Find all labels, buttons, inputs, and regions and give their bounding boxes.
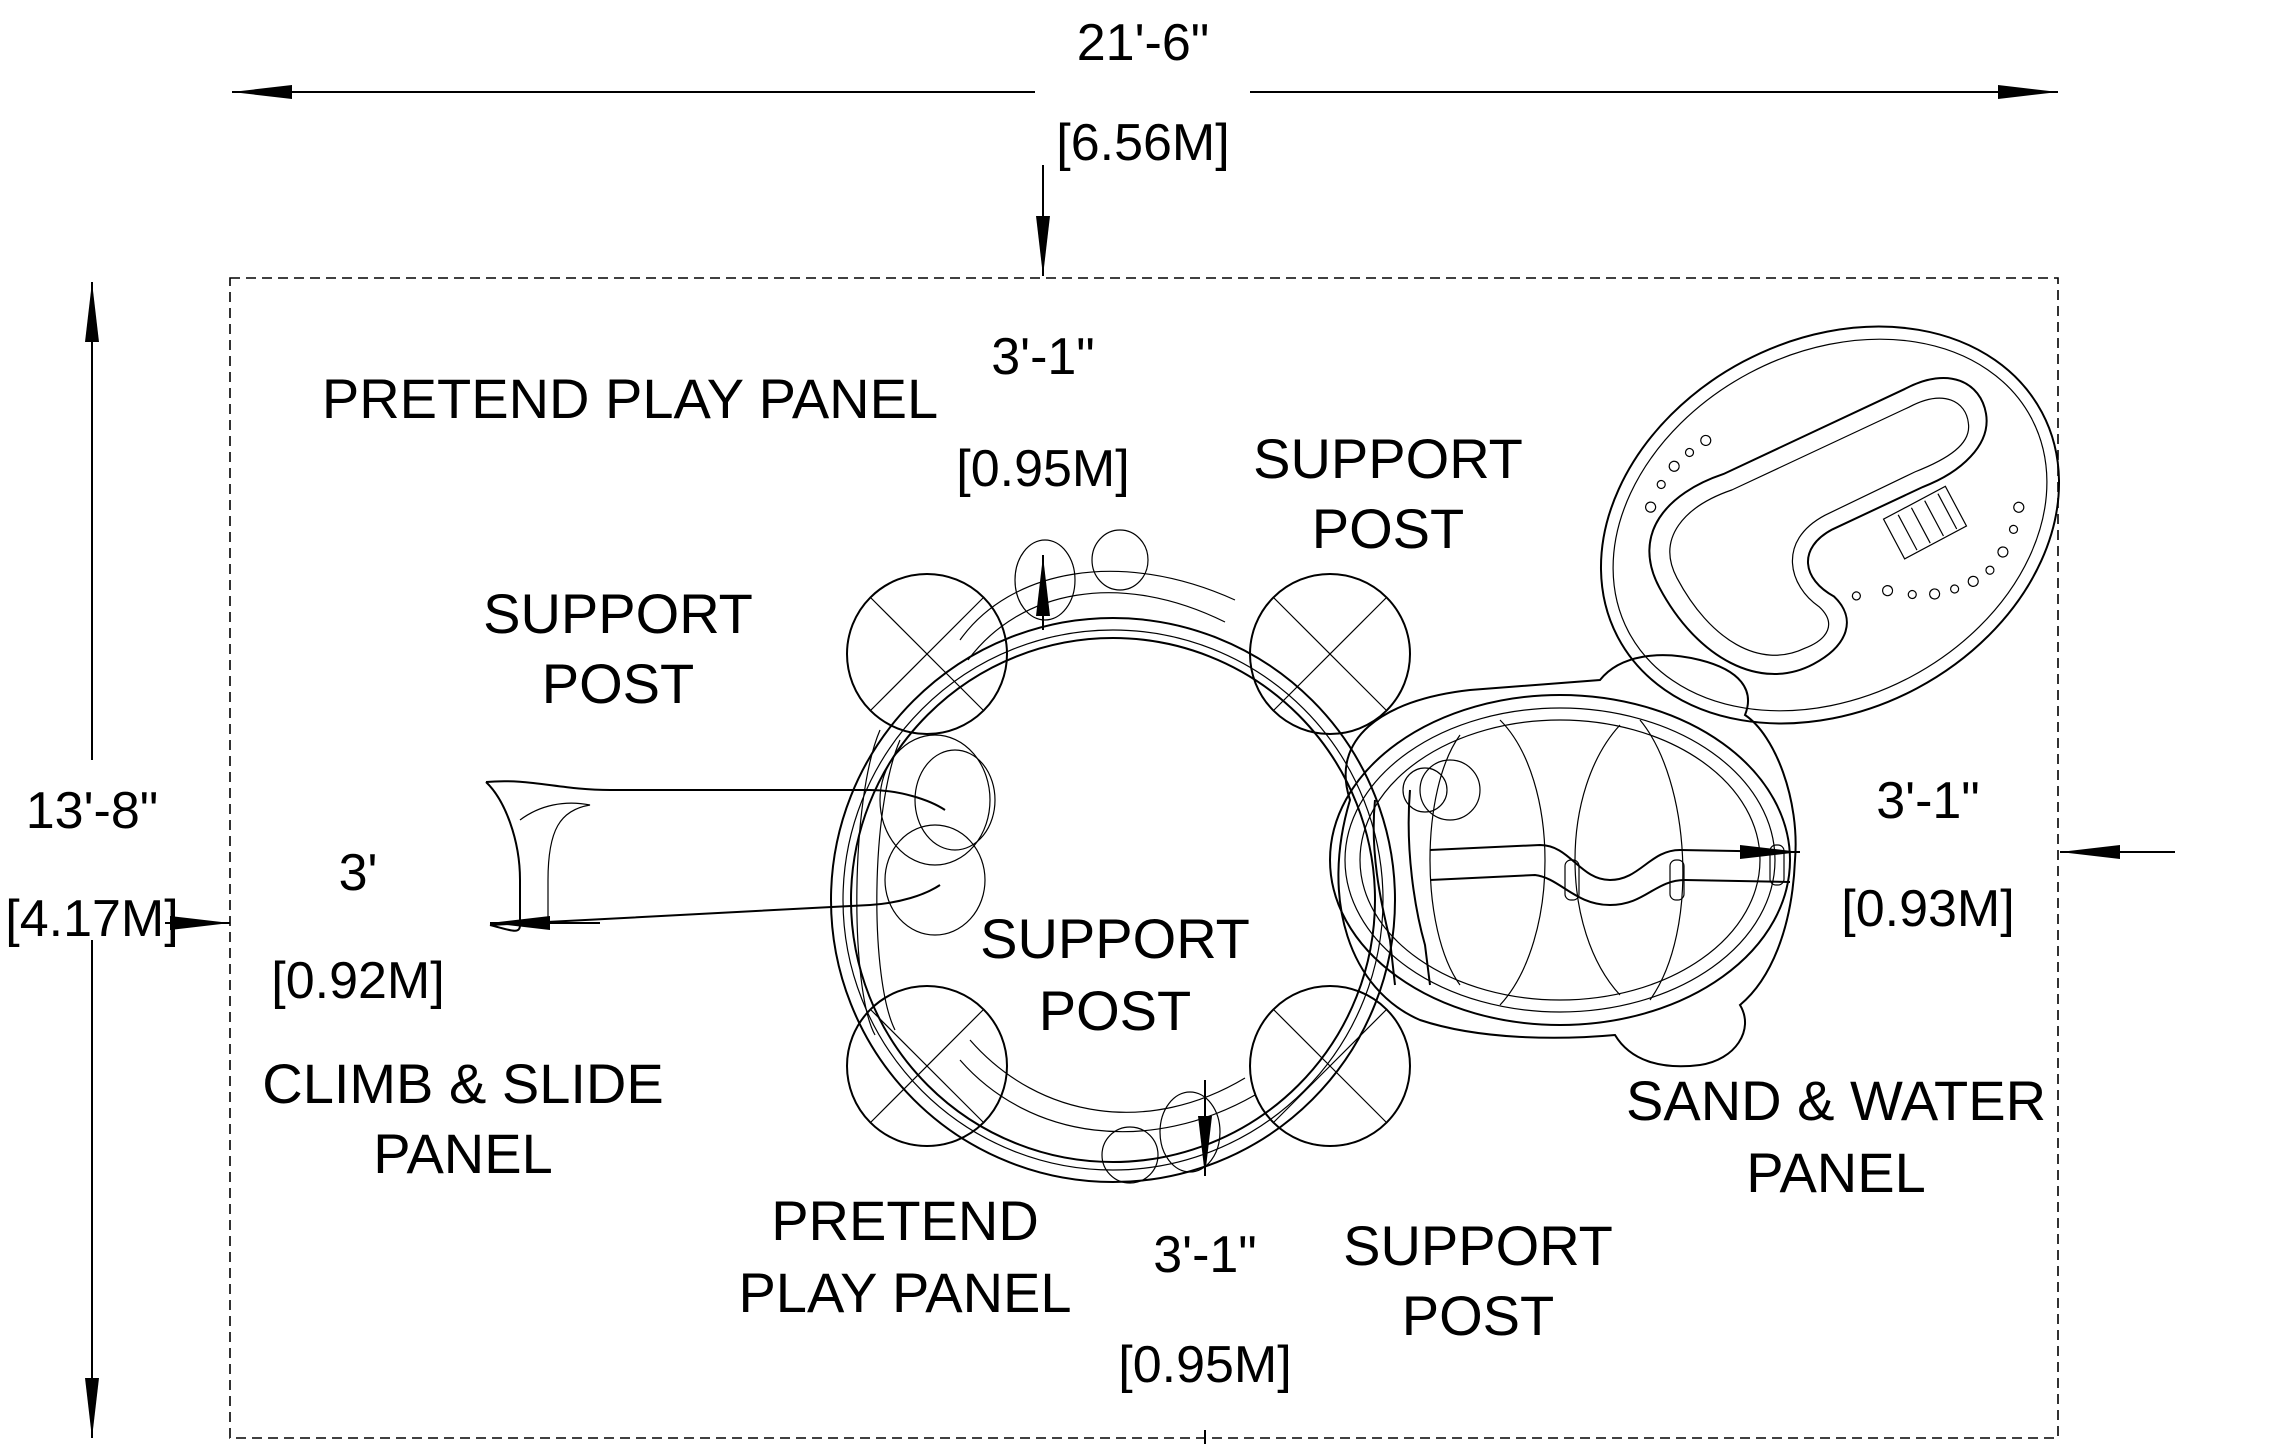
splash-basin: [1599, 325, 2061, 725]
central-tower: [830, 529, 1396, 1184]
left-clearance-m: [0.92M]: [271, 952, 444, 1010]
overall-width-dimension: 21'-6" [6.56M]: [232, 14, 2058, 172]
support-post-center-label-2: POST: [1039, 979, 1191, 1042]
slide-chute: [485, 780, 946, 932]
right-clearance-m: [0.93M]: [1841, 880, 2014, 938]
support-post-center-label-1: SUPPORT: [980, 907, 1250, 970]
pretend-play-panel-bottom-label-2: PLAY PANEL: [738, 1261, 1071, 1324]
support-post-left-label-2: POST: [542, 652, 694, 715]
sand-water-panel-label-1: SAND & WATER: [1626, 1069, 2046, 1132]
right-clearance-dimension: 3'-1" [0.93M]: [1740, 772, 2175, 938]
overall-width-ft: 21'-6": [1077, 14, 1209, 72]
support-post-bottom-right: [1249, 985, 1411, 1147]
climb-slide-panel-label-1: CLIMB & SLIDE: [262, 1052, 663, 1115]
right-clearance-ft: 3'-1": [1876, 772, 1980, 830]
support-post-top-right: [1249, 573, 1411, 735]
top-clearance-dimension: 3'-1" [0.95M]: [956, 165, 1130, 630]
left-clearance-ft: 3': [339, 844, 378, 902]
support-post-bottom-label-2: POST: [1402, 1284, 1554, 1347]
left-clearance-dimension: 3' [0.92M]: [165, 844, 600, 1010]
support-post-top-right-label-2: POST: [1312, 497, 1464, 560]
support-post-top-left: [846, 573, 1008, 735]
overall-width-m: [6.56M]: [1056, 114, 1229, 172]
use-zone-boundary: [229, 277, 2059, 1439]
sand-water-panel-label-2: PANEL: [1746, 1141, 1925, 1204]
bottom-clearance-ft: 3'-1": [1153, 1226, 1257, 1284]
support-post-bottom-label-1: SUPPORT: [1343, 1214, 1613, 1277]
pretend-play-panel-top-label: PRETEND PLAY PANEL: [322, 367, 938, 430]
support-post-left-label-1: SUPPORT: [483, 582, 753, 645]
top-clearance-ft: 3'-1": [991, 328, 1095, 386]
top-clearance-m: [0.95M]: [956, 440, 1129, 498]
sand-water-table: [1329, 654, 1797, 1068]
support-post-bottom-left: [846, 985, 1008, 1147]
bottom-clearance-m: [0.95M]: [1118, 1336, 1291, 1394]
overall-height-dimension: 13'-8" [4.17M]: [5, 282, 179, 1438]
support-post-top-right-label-1: SUPPORT: [1253, 427, 1523, 490]
overall-height-ft: 13'-8": [26, 782, 158, 840]
overall-height-m: [4.17M]: [5, 890, 178, 948]
bottom-clearance-dimension: 3'-1" [0.95M]: [1118, 1080, 1292, 1444]
pretend-play-panel-bottom-label-1: PRETEND: [771, 1189, 1039, 1252]
climb-slide-panel-label-2: PANEL: [373, 1122, 552, 1185]
